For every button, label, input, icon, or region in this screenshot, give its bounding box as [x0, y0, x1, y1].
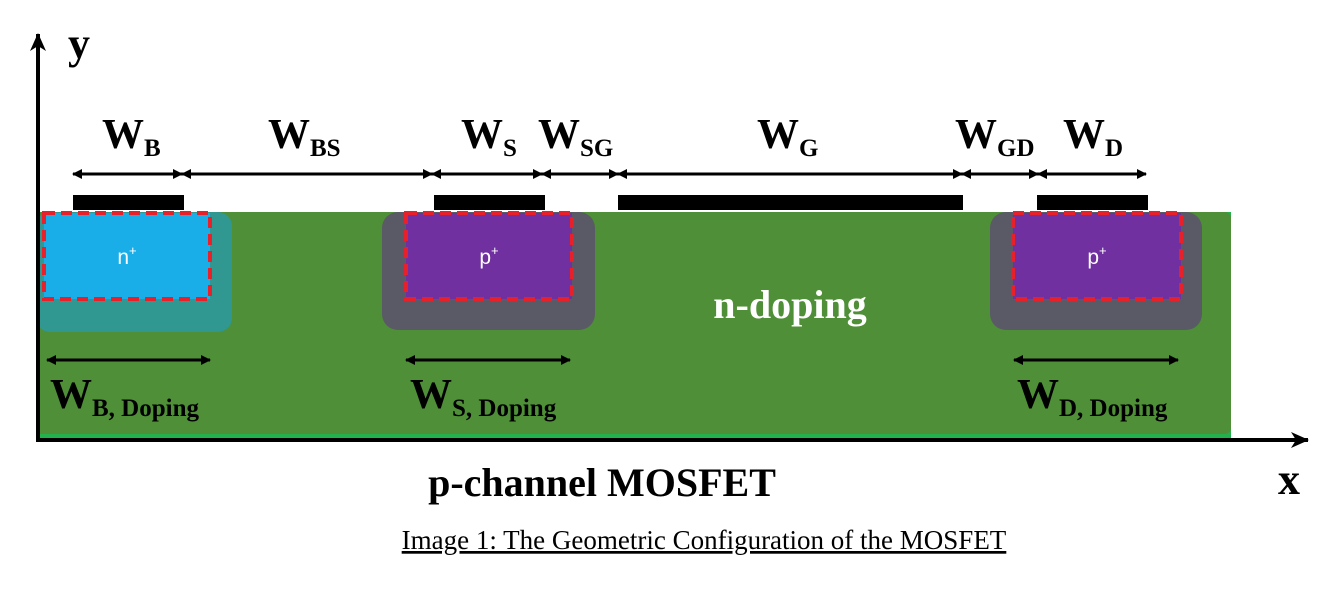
figure-caption: Image 1: The Geometric Configuration of …: [402, 525, 1007, 555]
wd-doping-label: WD, Doping: [1017, 372, 1168, 422]
source-region-label: p+: [479, 243, 498, 269]
device-title: p-channel MOSFET: [428, 460, 776, 505]
bulk-contact: [73, 195, 184, 210]
ws-label: WS: [461, 112, 517, 162]
wg-label: WG: [757, 112, 818, 162]
y-axis-label: y: [68, 19, 90, 68]
n-doping-label: n-doping: [713, 282, 866, 327]
wsg-label: WSG: [538, 112, 613, 162]
drain-dashed-boundary: [1011, 211, 1183, 301]
drain-region-label: p+: [1087, 243, 1106, 269]
wd-label: WD: [1063, 112, 1123, 162]
wb-label: WB: [102, 112, 161, 162]
gate-electrode: [618, 195, 963, 210]
ws-doping-label: WS, Doping: [410, 372, 557, 422]
source-p-plus-region: [406, 213, 572, 299]
bulk-dashed-boundary: [42, 211, 212, 301]
source-dashed-boundary: [404, 211, 574, 301]
n-doping-body: [36, 212, 1231, 434]
x-axis-label: x: [1278, 455, 1300, 504]
wgd-label: WGD: [955, 112, 1035, 162]
wb-doping-label: WB, Doping: [50, 372, 199, 422]
bulk-n-plus-region: [44, 213, 210, 299]
source-contact: [434, 195, 545, 210]
bulk-region-label: n+: [117, 243, 136, 269]
wbs-label: WBS: [268, 112, 341, 162]
drain-p-plus-region: [1013, 213, 1181, 299]
drain-contact: [1037, 195, 1148, 210]
